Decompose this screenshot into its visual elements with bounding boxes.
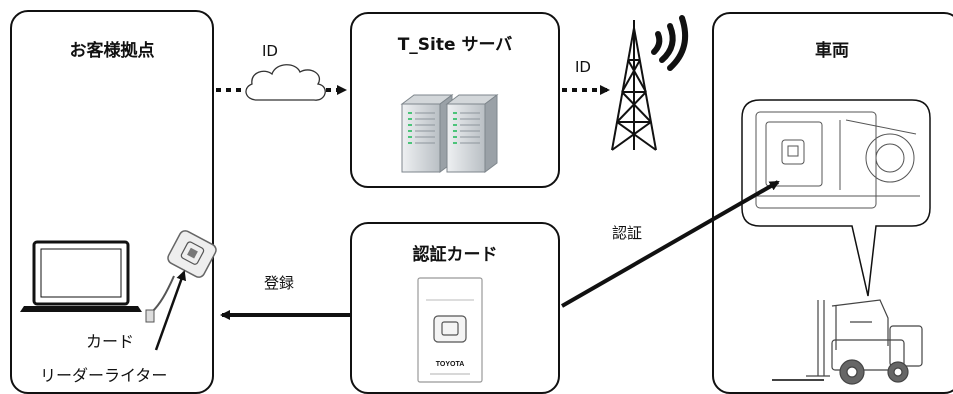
radio-waves-icon (651, 15, 688, 71)
server-title: T_Site サーバ (397, 35, 513, 55)
auth-card-title: 認証カード (412, 245, 498, 265)
vehicle-title: 車両 (815, 41, 849, 61)
customer-site-title: お客様拠点 (69, 41, 155, 61)
vehicle-inset-callout (741, 99, 931, 297)
card-to-vehicle-arrow (561, 180, 780, 308)
edge-label-card-to-customer: 登録 (264, 274, 295, 292)
cloud-icon (245, 64, 326, 101)
laptop-icon (20, 240, 142, 312)
card-reader-pointer-arrow (154, 270, 187, 351)
edge-label-card-to-vehicle: 認証 (612, 224, 643, 242)
antenna-tower-icon (611, 20, 657, 151)
customer-site-box: お客様拠点 (10, 10, 214, 394)
auth-card-icon (417, 277, 483, 383)
card-reader-icon (145, 230, 217, 323)
server-icon (400, 94, 499, 173)
forklift-icon (772, 299, 923, 385)
edge-label-server-to-antenna: ID (575, 58, 591, 76)
card-reader-label-line2: リーダーライター (40, 366, 168, 385)
card-reader-label-line1: カード (86, 332, 135, 351)
auth-card-brand: TOYOTA (436, 361, 465, 368)
edge-label-customer-to-server: ID (262, 42, 278, 60)
